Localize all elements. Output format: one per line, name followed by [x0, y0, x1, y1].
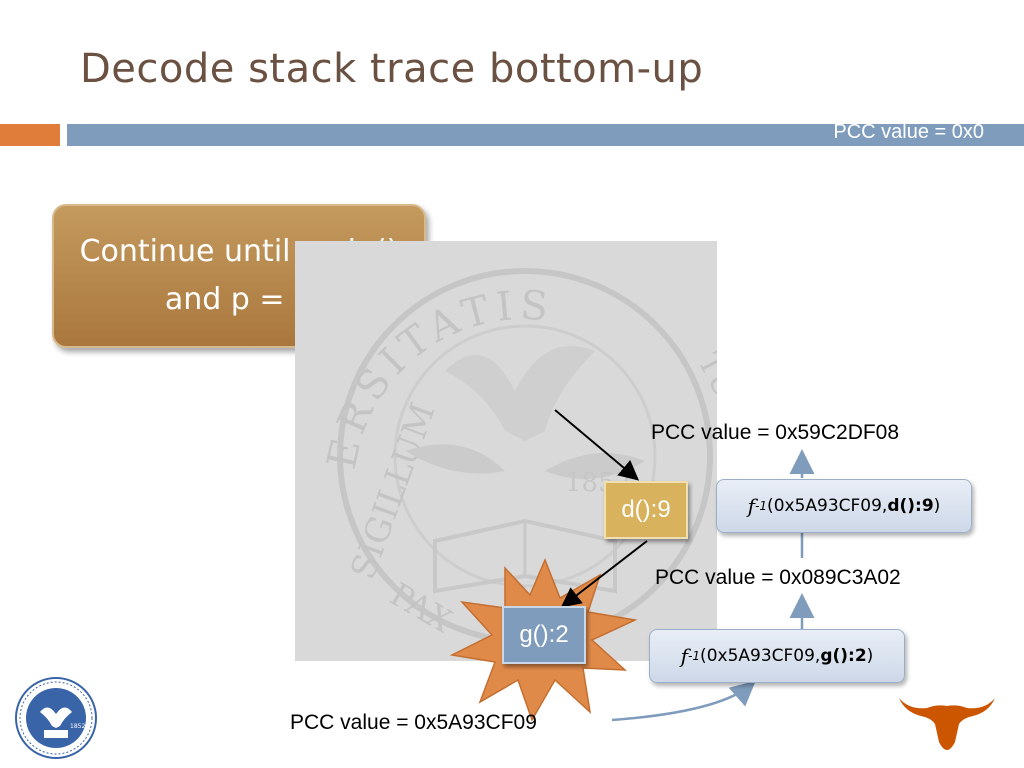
formula-lower-func: f	[680, 644, 689, 668]
pcc-value-top: PCC value = 0x59C2DF08	[651, 421, 900, 444]
frame-d: d():9	[604, 481, 688, 539]
formula-upper-open: (	[767, 496, 774, 516]
header-pcc-value: PCC value = 0x0	[833, 121, 984, 143]
formula-upper-arg: 0x5A93CF09,	[773, 496, 888, 516]
formula-lower-frame: g():2	[820, 646, 867, 666]
formula-lower-sup: -1	[688, 649, 701, 663]
formula-lower-close: )	[866, 646, 874, 666]
callout-line-2: and p = 0	[164, 282, 314, 317]
callout-box: Continue until main() and p = 0	[52, 204, 426, 348]
arrow-to-g	[560, 540, 648, 608]
header-bar-accent	[0, 124, 60, 146]
pcc-value-bottom: PCC value = 0x5A93CF09	[290, 711, 537, 734]
formula-upper: f-1(0x5A93CF09, d():9)	[716, 479, 972, 533]
pcc-value-middle: PCC value = 0x089C3A02	[655, 566, 901, 589]
tufts-seal-year: 1852	[70, 723, 85, 730]
formula-lower: f-1(0x5A93CF09, g():2)	[649, 629, 905, 683]
longhorn-logo	[899, 698, 995, 750]
arrow-bottom-to-lower-formula	[611, 680, 756, 722]
formula-lower-open: (	[700, 646, 707, 666]
frame-g: g():2	[502, 606, 586, 664]
arrow-to-d	[554, 409, 640, 481]
slide-title: Decode stack trace bottom-up	[80, 46, 704, 92]
tufts-seal-logo: 1852	[15, 677, 97, 759]
formula-upper-sup: -1	[755, 499, 768, 513]
formula-upper-frame: d():9	[887, 496, 934, 516]
formula-lower-arg: 0x5A93CF09,	[706, 646, 821, 666]
header-bar	[67, 124, 1024, 146]
formula-upper-close: )	[933, 496, 941, 516]
formula-upper-func: f	[747, 494, 756, 518]
